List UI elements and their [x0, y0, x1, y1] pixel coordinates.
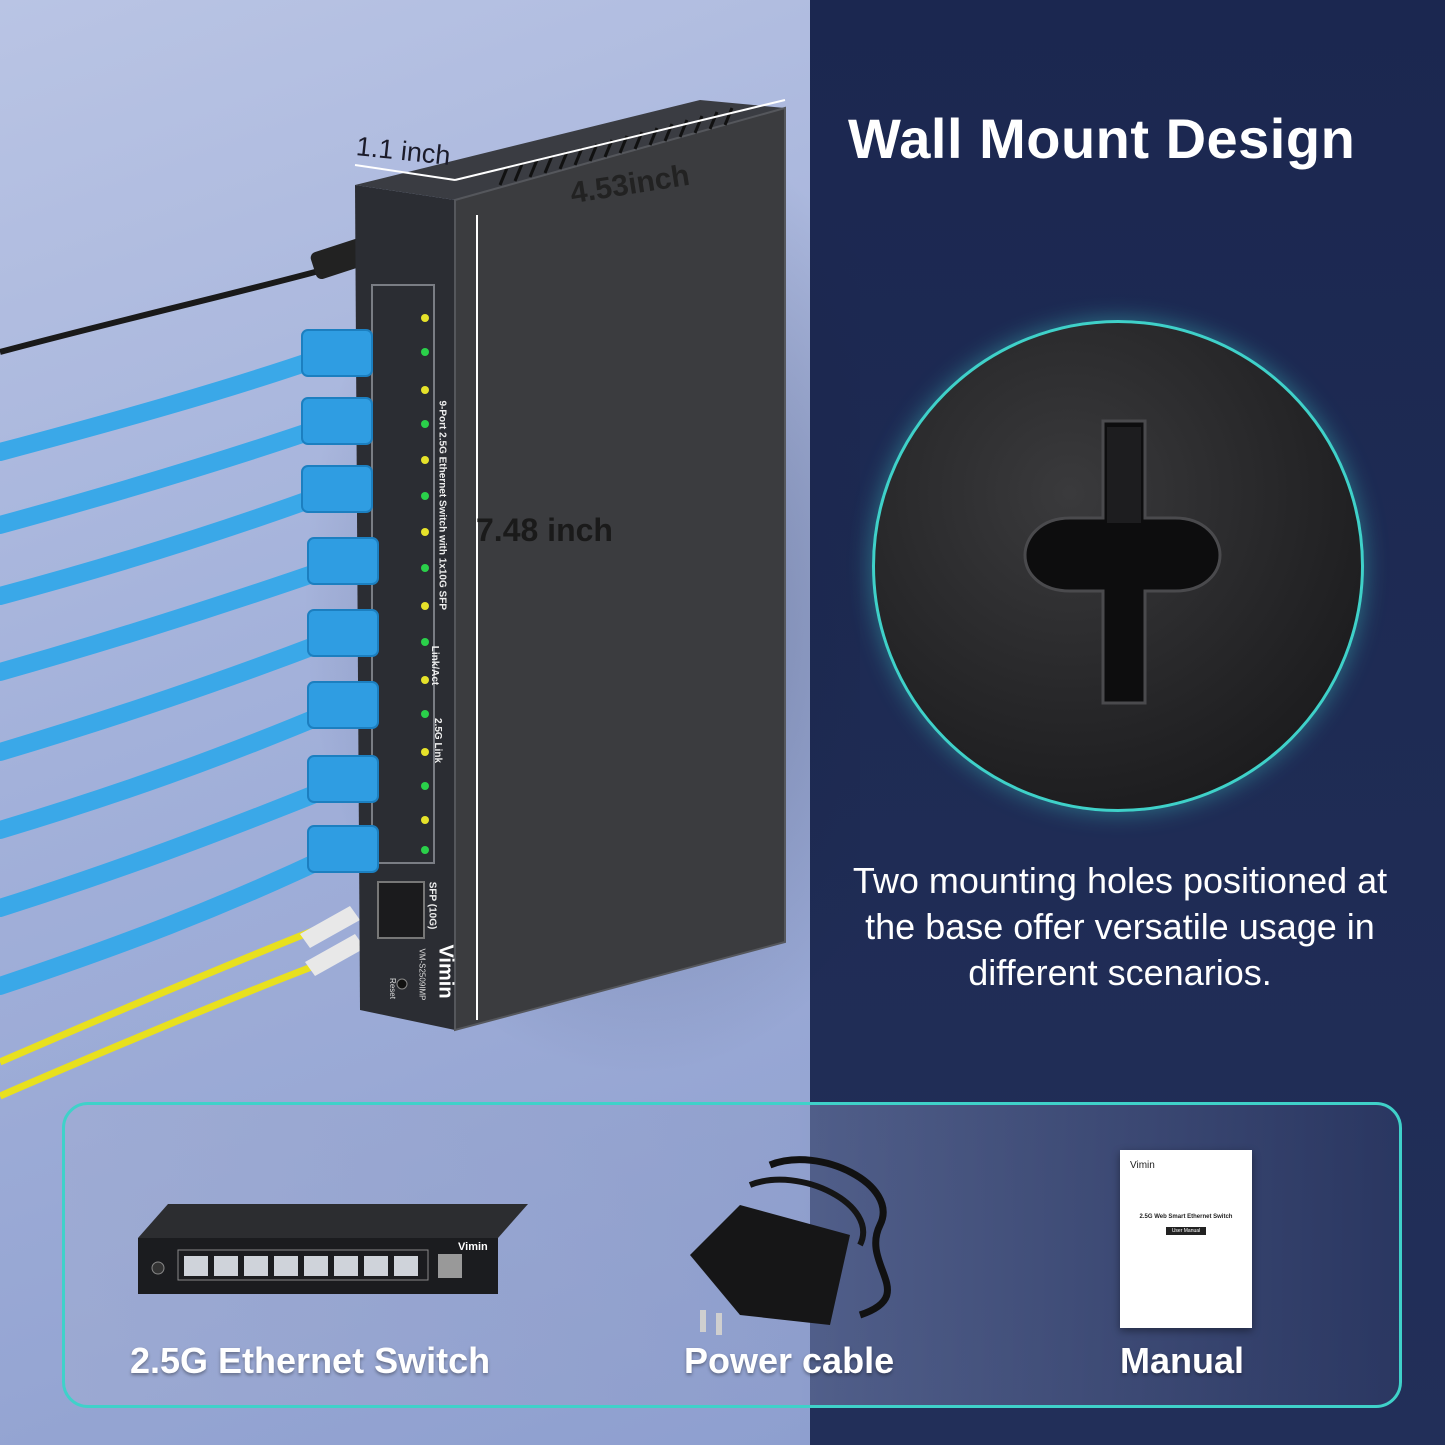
ethernet-cables: [0, 349, 339, 995]
keyhole-icon: [1023, 419, 1222, 705]
status-leds: [421, 314, 429, 854]
device-brand: Vimin: [434, 944, 457, 999]
device-face: [454, 106, 786, 1032]
legend-link-act: Link/Act: [429, 645, 441, 686]
caption-power-cable: Power cable: [684, 1340, 895, 1381]
mounting-hole-closeup: [872, 320, 1364, 812]
device-side: [355, 185, 455, 1030]
power-adapter-image: [690, 1156, 891, 1335]
reset-label: Reset: [387, 978, 397, 999]
ethernet-connectors: [301, 329, 379, 873]
manual-image: Vimin 2.5G Web Smart Ethernet Switch Use…: [1120, 1150, 1252, 1328]
height-dimension: 7.48 inch: [476, 512, 613, 548]
sfp-label: SFP (10G): [426, 881, 438, 930]
headline: Wall Mount Design: [848, 107, 1356, 170]
device-top: [355, 100, 785, 200]
manual-brand: Vimin: [1130, 1160, 1155, 1171]
caption-manual: Manual: [1120, 1340, 1245, 1381]
reset-button: [396, 978, 408, 990]
device-front-label: 9-Port 2.5G Ethernet Switch with 1x10G S…: [436, 400, 448, 611]
dimension-lines: [354, 99, 786, 1020]
fiber-connector-1: [300, 906, 360, 948]
fiber-connector-2: [305, 934, 365, 976]
manual-tag: User Manual: [1166, 1227, 1206, 1235]
sfp-port: [377, 881, 425, 939]
switch-product-image: Vimin: [138, 1204, 528, 1294]
device-model: VM-S2509IMP: [417, 948, 427, 1001]
caption-switch: 2.5G Ethernet Switch: [130, 1340, 491, 1381]
fiber-cable-2: [0, 956, 332, 1100]
svg-text:Vimin: Vimin: [458, 1241, 488, 1253]
fiber-cable-1: [0, 924, 322, 1066]
switch-illustration: [0, 99, 786, 1100]
description: Two mounting holes positioned at the bas…: [852, 860, 1388, 993]
power-cable: [0, 265, 331, 355]
legend-2-5g-link: 2.5G Link: [432, 717, 444, 764]
manual-title: 2.5G Web Smart Ethernet Switch: [1139, 1214, 1233, 1220]
